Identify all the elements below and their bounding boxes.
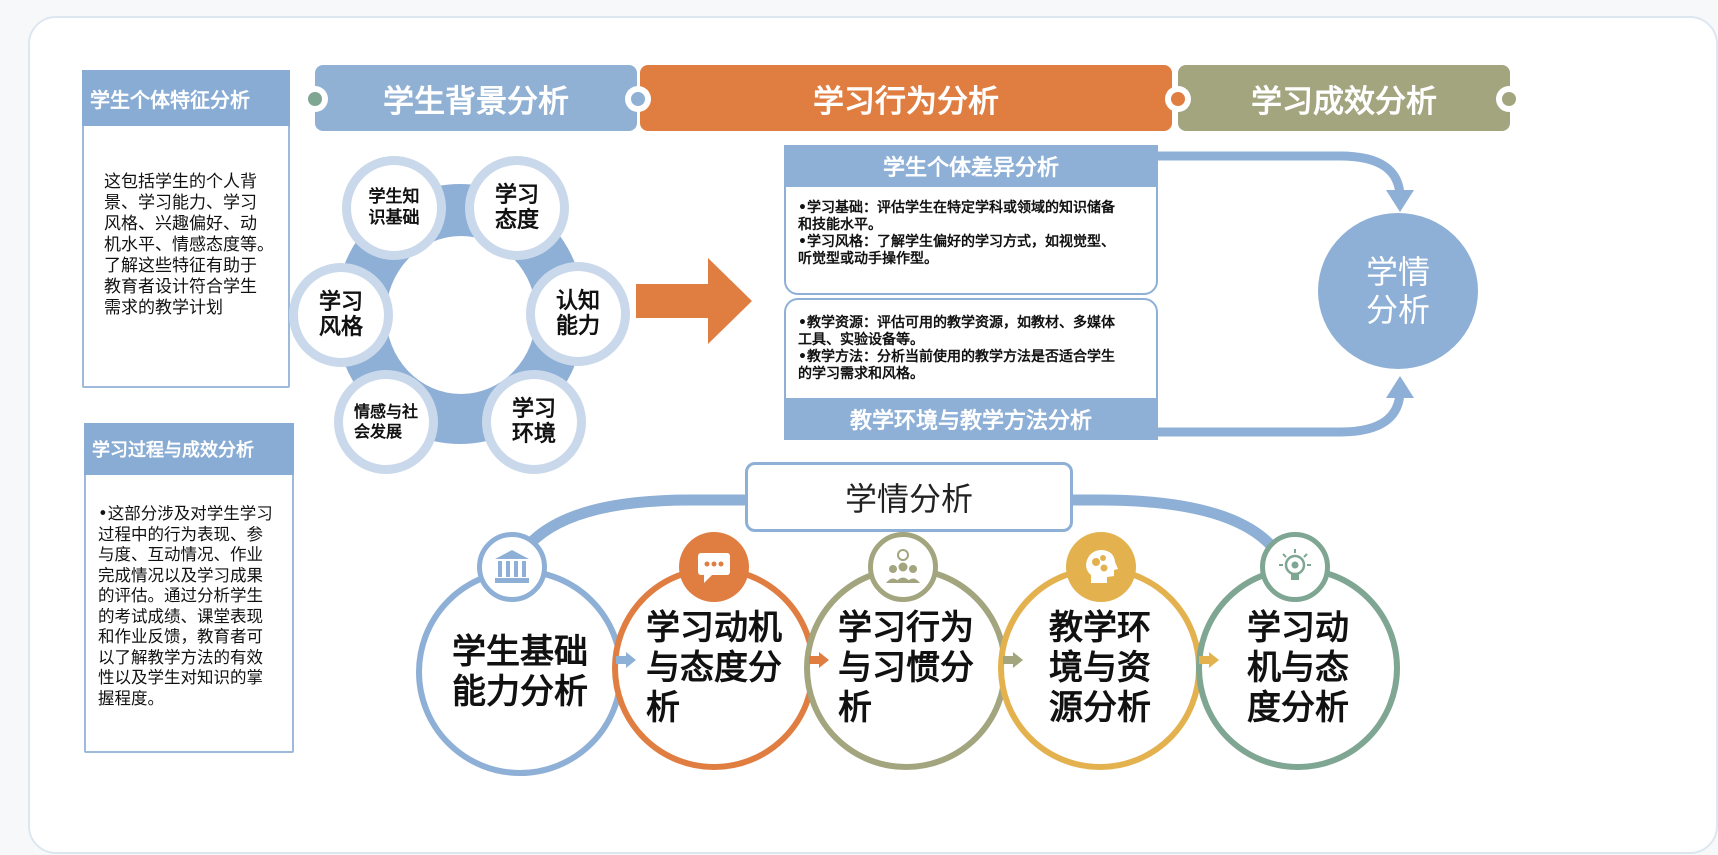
connector-dot [625, 86, 651, 112]
bottom-header-label: 学情分析 [844, 480, 973, 518]
banner-learning-outcome: 学习成效分析 [1178, 65, 1510, 131]
result-circle-label: 学情分析 [1366, 253, 1431, 329]
small-arrow [616, 652, 636, 668]
right-arrow [636, 258, 752, 344]
small-arrow [1199, 652, 1219, 668]
lightbulb-gear-icon [1260, 532, 1330, 602]
circle-environment-resource: 教学环境与资源分析 [998, 566, 1202, 770]
head-gears-icon [1066, 532, 1136, 602]
team-idea-icon [868, 532, 938, 602]
bottom-header-box: 学情分析 [745, 462, 1073, 532]
banner-learning-behavior: 学习行为分析 [640, 65, 1172, 131]
circle-motivation-attitude: 学习动机与态度分析 [612, 566, 816, 770]
petal-environment: 学习环境 [482, 370, 586, 474]
petal-learning-style: 学习风格 [289, 263, 393, 367]
process-outcome-box [84, 423, 294, 753]
individual-traits-title: 学生个体特征分析 [82, 70, 290, 126]
institution-icon [477, 532, 547, 602]
banner-student-background: 学生背景分析 [315, 65, 637, 131]
result-circle: 学情分析 [1318, 213, 1478, 369]
individual-difference-title: 学生个体差异分析 [784, 145, 1158, 187]
process-outcome-title: 学习过程与成效分析 [84, 423, 294, 475]
individual-difference-text: •学习基础：评估学生在特定学科或领域的知识储备和技能水平。 •学习风格：了解学生… [798, 200, 1115, 267]
teaching-environment-title: 教学环境与教学方法分析 [784, 398, 1158, 440]
connector-dot [302, 86, 328, 112]
process-outcome-text: •这部分涉及对学生学习过程中的行为表现、参 与度、互动情况、作业完成情况以及学习… [98, 504, 273, 708]
chat-bubble-icon [679, 532, 749, 602]
small-arrow [1003, 652, 1023, 668]
connector-lines [1158, 151, 1414, 437]
connector-dot [1496, 86, 1522, 112]
petal-attitude: 学习态度 [465, 156, 569, 260]
petal-knowledge-base: 学生知识基础 [342, 156, 446, 260]
petal-emotional-social: 情感与社会发展 [334, 370, 438, 474]
individual-traits-text: 这包括学生的个人背景、学习能力、学习 风格、兴趣偏好、动机水平、情感态度等。 了… [104, 172, 274, 318]
small-arrow [809, 652, 829, 668]
teaching-environment-text: •教学资源：评估可用的教学资源，如教材、多媒体工具、实验设备等。 •教学方法：分… [798, 315, 1115, 382]
connector-dot [1165, 86, 1191, 112]
wheel-center [386, 236, 536, 394]
circle-basic-ability: 学生基础能力分析 [416, 568, 624, 776]
petal-cognitive: 认知能力 [526, 262, 630, 366]
